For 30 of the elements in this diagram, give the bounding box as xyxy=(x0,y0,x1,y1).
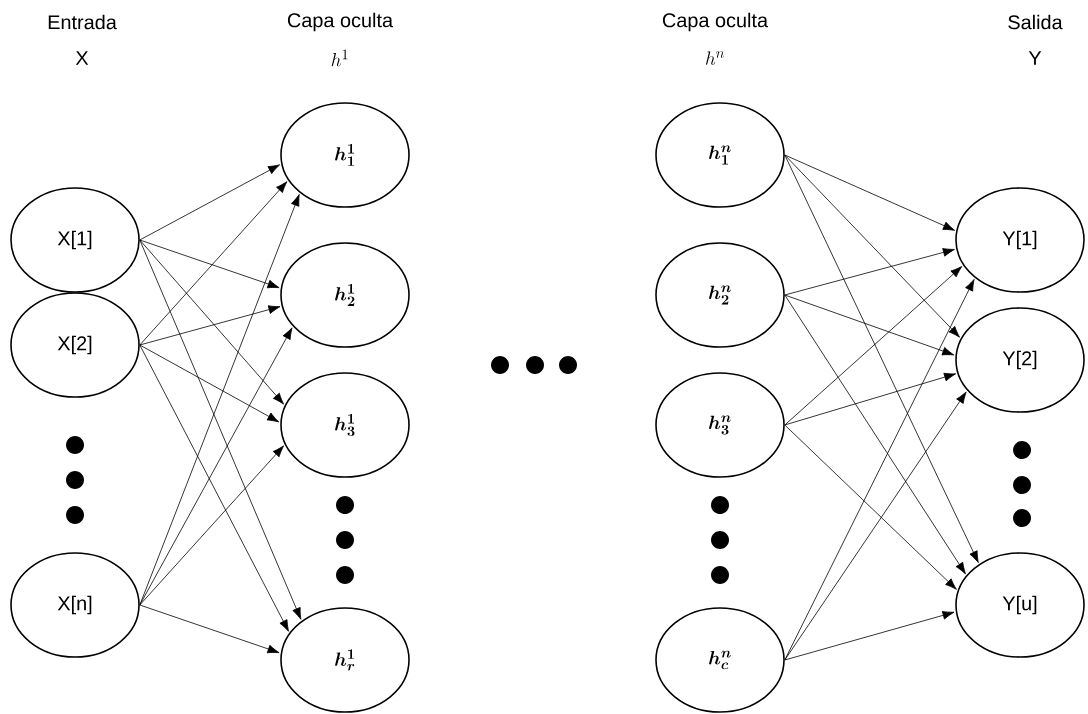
arrow xyxy=(784,391,967,661)
arrow xyxy=(784,266,963,426)
arrow xyxy=(139,164,280,241)
layer-heading: Salida xyxy=(1008,14,1063,30)
arrow xyxy=(784,611,955,661)
layer-heading: X xyxy=(75,51,89,65)
layer-symbol: $h^{1}$ xyxy=(331,49,348,67)
arrow xyxy=(784,154,961,338)
layer-heading: Entrada xyxy=(48,14,117,30)
arrow xyxy=(139,445,285,606)
arrow xyxy=(139,239,285,405)
layer-heading: Capa oculta xyxy=(287,12,394,32)
arrow xyxy=(784,372,957,426)
arrow xyxy=(784,279,975,661)
arrow xyxy=(139,239,280,289)
arrow xyxy=(784,154,979,563)
arrow xyxy=(784,424,957,590)
layer-heading: Capa oculta xyxy=(662,12,769,32)
arrow xyxy=(139,327,293,606)
arrow xyxy=(139,181,288,346)
arrow xyxy=(139,604,280,654)
arrow xyxy=(784,294,966,575)
layer-symbol: $h^{n}$ xyxy=(705,51,724,65)
arrow xyxy=(139,344,289,632)
arrow xyxy=(139,344,280,423)
arrow xyxy=(784,248,955,296)
arrow xyxy=(784,294,955,356)
arrow xyxy=(784,154,955,231)
layer-heading: Y xyxy=(1028,51,1042,65)
arrow xyxy=(139,305,281,346)
